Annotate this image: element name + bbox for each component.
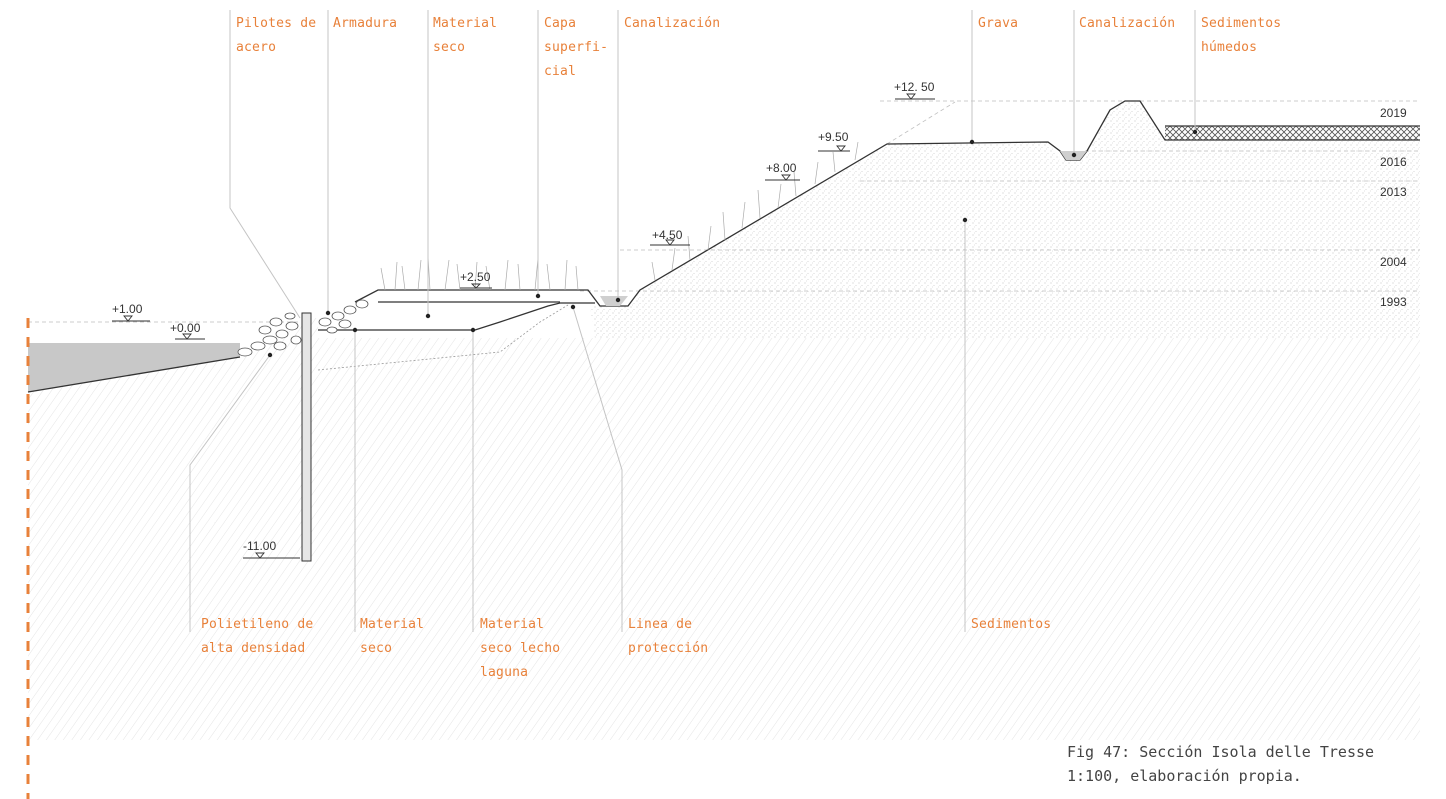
water-bed-line: [27, 356, 241, 393]
label-grava: Grava: [978, 16, 1018, 31]
label-canalizacion-1: Canalización: [624, 16, 720, 31]
label-linea-proteccion: Linea de protección: [628, 617, 708, 656]
level-plus-1: +1.00: [112, 302, 143, 316]
caption-line-2: 1:100, elaboración propia.: [1067, 767, 1302, 785]
bottom-labels: Polietileno de alta densidad Material se…: [201, 617, 1051, 680]
label-pilotes-de-acero: Pilotes de acero: [236, 16, 324, 55]
label-capa-superficial: Capa superfi- cial: [544, 16, 616, 79]
leader-lines: [189, 10, 1196, 632]
vegetation: [380, 141, 859, 291]
year-texts: 2019 2016 2013 2004 1993: [1380, 106, 1407, 309]
year-2004: 2004: [1380, 255, 1407, 269]
level-plus-8: +8.00: [766, 161, 797, 175]
level-minus-11: -11.00: [243, 539, 276, 553]
year-2013: 2013: [1380, 185, 1407, 199]
level-texts: +1.00 +0.00 +2.50 +4.50 +8.00 +9.50 +12.…: [112, 80, 935, 553]
year-2019: 2019: [1380, 106, 1407, 120]
wet-sediments-fill: [1165, 126, 1420, 140]
channel-1-fill: [600, 296, 628, 306]
label-canalizacion-2: Canalización: [1079, 16, 1175, 31]
steel-pile: [301, 312, 312, 562]
label-armadura: Armadura: [333, 16, 397, 31]
lagoon-bed-boundary: [317, 304, 569, 371]
caption-line-1: Fig 47: Sección Isola delle Tresse: [1067, 743, 1375, 761]
label-material-seco-bottom: Material seco: [360, 617, 432, 656]
year-1993: 1993: [1380, 295, 1407, 309]
level-plus-9-50: +9.50: [818, 130, 849, 144]
sediment-mound: [590, 101, 1420, 338]
level-plus-2-50: +2.50: [460, 270, 491, 284]
year-2016: 2016: [1380, 155, 1407, 169]
level-plus-12-50: +12. 50: [894, 80, 935, 94]
top-labels: Pilotes de acero Armadura Material seco …: [236, 16, 1289, 79]
leader-dots: [267, 129, 1198, 358]
rip-rap-stones: [237, 299, 369, 357]
year-lines: [28, 100, 1420, 323]
label-polietileno: Polietileno de alta densidad: [201, 617, 321, 656]
level-markers: [112, 93, 935, 559]
label-material-seco-lecho: Material seco lecho laguna: [480, 617, 568, 680]
level-zero: +0.00: [170, 321, 201, 335]
ground-hatch: [28, 318, 1420, 740]
water: [28, 343, 240, 392]
level-plus-4-50: +4.50: [652, 228, 683, 242]
label-material-seco-top: Material seco: [433, 16, 505, 55]
label-sedimentos: Sedimentos: [971, 617, 1051, 632]
figure-caption: Fig 47: Sección Isola delle Tresse 1:100…: [1067, 740, 1374, 788]
label-sedimentos-humedos: Sedimentos húmedos: [1201, 16, 1289, 55]
